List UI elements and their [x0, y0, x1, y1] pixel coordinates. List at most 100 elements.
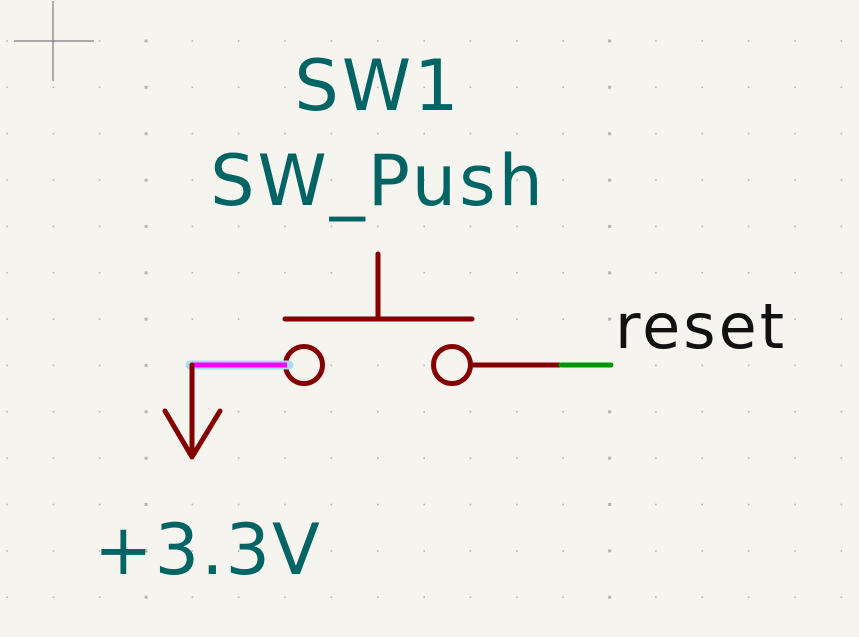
- grid-dot: [52, 86, 55, 89]
- grid-dot: [144, 549, 148, 553]
- grid-dot: [144, 410, 148, 414]
- grid-dot: [6, 457, 8, 459]
- grid-dot: [191, 271, 194, 274]
- grid-dot: [701, 457, 704, 459]
- grid-dot: [840, 40, 843, 42]
- grid-dot: [516, 411, 518, 413]
- grid-dot: [284, 550, 286, 552]
- grid-dot: [52, 225, 55, 228]
- grid-dot: [237, 411, 240, 413]
- grid-dot: [423, 179, 425, 181]
- grid-dot: [377, 86, 379, 89]
- grid-dot: [747, 550, 750, 552]
- grid-dot: [516, 550, 518, 552]
- power-label[interactable]: +3.3V: [94, 509, 322, 591]
- grid-dot: [840, 86, 843, 89]
- grid-dot: [98, 411, 101, 413]
- symbol-value[interactable]: SW_Push: [210, 140, 546, 222]
- grid-dot: [840, 550, 843, 552]
- grid-dot: [237, 457, 240, 459]
- push-button-switch-symbol[interactable]: [282, 251, 560, 386]
- grid-dot: [377, 225, 379, 228]
- grid-dot: [6, 86, 8, 89]
- power-arrow-icon[interactable]: [162, 362, 223, 460]
- grid-dot: [655, 318, 657, 320]
- grid-dot: [284, 271, 286, 274]
- grid-dot: [237, 596, 240, 598]
- grid-dot: [52, 132, 55, 135]
- grid-dot: [330, 86, 333, 89]
- symbol-reference[interactable]: SW1: [294, 45, 461, 127]
- grid-dot: [840, 225, 843, 228]
- grid-dot: [794, 132, 796, 135]
- grid-dot: [516, 86, 518, 89]
- grid-dot: [377, 411, 379, 413]
- grid-dot: [794, 596, 796, 598]
- grid-dot: [284, 596, 286, 598]
- grid-dot: [747, 457, 750, 459]
- grid-dot: [377, 364, 379, 367]
- grid-dot: [191, 179, 194, 181]
- grid-dot: [423, 503, 425, 506]
- grid-dot: [608, 85, 612, 89]
- grid-dot: [330, 550, 333, 552]
- grid-dot: [144, 178, 148, 182]
- grid-dot: [423, 596, 425, 598]
- grid-dot: [191, 318, 194, 320]
- grid-dot: [237, 318, 240, 320]
- grid-dot: [144, 363, 148, 367]
- grid-dot: [562, 225, 564, 228]
- grid-dot: [747, 86, 750, 89]
- grid-dot: [516, 132, 518, 135]
- grid-dot: [98, 364, 101, 367]
- net-label-reset[interactable]: reset: [615, 290, 787, 363]
- grid-dot: [191, 40, 194, 42]
- grid-dot: [562, 457, 564, 459]
- grid-dot: [98, 225, 101, 228]
- grid-dot: [794, 86, 796, 89]
- grid-dot: [377, 596, 379, 598]
- grid-dot: [52, 318, 55, 320]
- grid-dot: [52, 364, 55, 367]
- grid-dot: [469, 132, 472, 135]
- grid-dot: [237, 271, 240, 274]
- grid-dot: [608, 456, 612, 460]
- grid-dot: [6, 411, 8, 413]
- grid-dot: [52, 271, 55, 274]
- grid-dot: [423, 40, 425, 42]
- grid-dot: [330, 503, 333, 506]
- grid-dot: [655, 179, 657, 181]
- grid-dot: [469, 503, 472, 506]
- grid-dot: [655, 503, 657, 506]
- grid-dot: [516, 40, 518, 42]
- grid-dot: [747, 364, 750, 367]
- grid-dot: [191, 550, 194, 552]
- grid-dot: [330, 225, 333, 228]
- grid-dot: [747, 40, 750, 42]
- grid-dot: [608, 271, 612, 275]
- grid-dot: [562, 411, 564, 413]
- grid-dot: [6, 40, 8, 42]
- grid-dot: [562, 271, 564, 274]
- grid-dot: [284, 132, 286, 135]
- grid-dot: [284, 86, 286, 89]
- grid-dot: [701, 40, 704, 42]
- grid-dot: [144, 39, 148, 43]
- grid-dot: [608, 132, 612, 136]
- grid-dot: [377, 179, 379, 181]
- grid-dot: [52, 179, 55, 181]
- grid-dot: [747, 318, 750, 320]
- grid-dot: [377, 503, 379, 506]
- grid-dot: [423, 132, 425, 135]
- grid-dot: [469, 225, 472, 228]
- grid-dot: [562, 503, 564, 506]
- grid-dot: [701, 86, 704, 89]
- grid-dot: [6, 596, 8, 598]
- grid-dot: [516, 271, 518, 274]
- grid-dot: [840, 364, 843, 367]
- grid-dot: [655, 86, 657, 89]
- grid-dot: [562, 596, 564, 598]
- grid-dot: [469, 86, 472, 89]
- grid-dot: [284, 411, 286, 413]
